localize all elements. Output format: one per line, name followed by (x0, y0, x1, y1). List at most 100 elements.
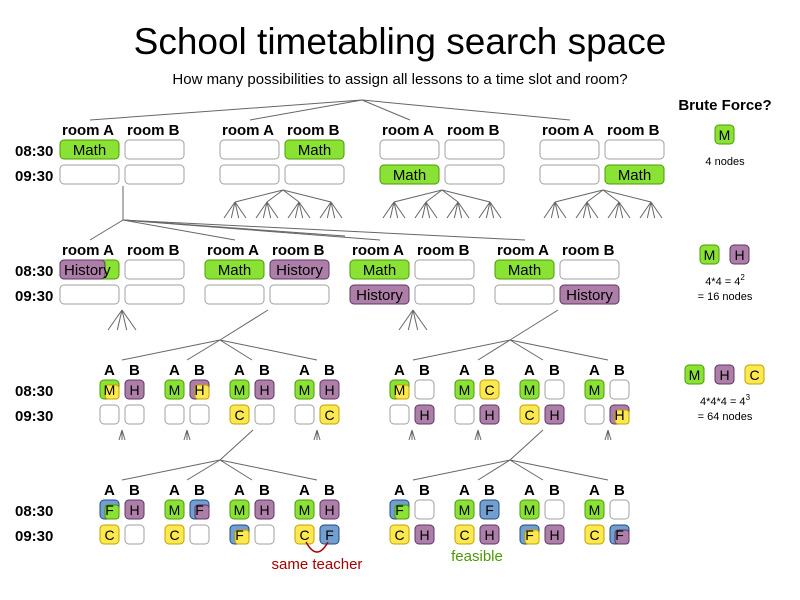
collapsed-subtree-edge (230, 201, 236, 219)
lesson-M-label: M (169, 502, 181, 518)
lesson-M-label: M (234, 382, 246, 398)
lesson-C-label: C (484, 382, 494, 398)
root-edge (361, 99, 411, 121)
collapsed-subtree-edge (234, 189, 284, 203)
grid-label: 09:30 (15, 168, 53, 185)
grid-label: A (104, 482, 115, 499)
brute-force-level3-nodes: = 64 nodes (698, 411, 753, 423)
collapsed-subtree-edge (298, 201, 311, 219)
empty-cell (609, 499, 630, 520)
math-lesson-label: Math (73, 142, 106, 159)
collapsed-subtree-edge (425, 201, 431, 219)
level2-branch (186, 339, 221, 361)
empty-cell (584, 404, 605, 425)
lesson-C-label: C (234, 407, 244, 423)
lesson-H-label: H (419, 407, 429, 423)
root-edge (361, 99, 571, 121)
collapsed-subtree-edge (326, 201, 332, 219)
lesson-M-cell (584, 499, 605, 520)
collapsed-subtree-edge (489, 201, 502, 219)
brute-force-heading: Brute Force? (678, 97, 771, 114)
grid-label: A (299, 362, 310, 379)
collapsed-subtree-edge (234, 201, 247, 219)
lesson-C-cell (389, 524, 410, 545)
lesson-H-cell (414, 524, 435, 545)
math-lesson-label: Math (393, 167, 426, 184)
lesson-H-label: H (549, 527, 559, 543)
empty-cell (389, 404, 410, 425)
grid-label: B (259, 482, 270, 499)
level3-branch (121, 459, 221, 481)
lesson-M-cell (454, 499, 475, 520)
empty-cell (254, 404, 275, 425)
lesson-H-cell (544, 524, 565, 545)
empty-cell (294, 404, 315, 425)
collapsed-subtree-edge (319, 201, 332, 219)
empty-cell (164, 404, 185, 425)
collapsed-subtree-edge (554, 201, 567, 219)
collapsed-subtree-edge (393, 189, 443, 203)
brute-force-level3-exponent: 3 (746, 393, 751, 402)
lesson-C-cell (454, 524, 475, 545)
empty-cell (494, 284, 555, 305)
empty-cell (269, 284, 330, 305)
lesson-M-cell (519, 499, 540, 520)
empty-cell (544, 499, 565, 520)
empty-cell (124, 284, 185, 305)
level2-branch (509, 339, 544, 361)
collapsed-subtree-edge (446, 201, 459, 219)
collapsed-subtree-edge (121, 309, 128, 331)
grid-label: B (614, 482, 625, 499)
lesson-H-label: H (484, 407, 494, 423)
lesson-M-label: M (459, 502, 471, 518)
grid-label: B (549, 482, 560, 499)
grid-label: A (459, 482, 470, 499)
collapsed-subtree-edge (586, 201, 592, 219)
level1-branch (122, 219, 526, 241)
lesson-F-label: F (235, 527, 244, 543)
collapsed-subtree-edge (266, 201, 279, 219)
collapsed-subtree-edge (554, 189, 604, 203)
collapsed-subtree-edge (412, 309, 419, 331)
grid-label: room A (62, 122, 114, 139)
lesson-M-cell (229, 499, 250, 520)
lesson-F-cell (319, 524, 340, 545)
lesson-C-cell (584, 524, 605, 545)
empty-cell (254, 524, 275, 545)
collapsed-subtree-edge (107, 309, 123, 331)
collapsed-subtree-edge (543, 201, 556, 219)
lesson-M-label: M (169, 382, 181, 398)
lesson-M-label: M (719, 127, 731, 143)
math-lesson-label: Math (618, 167, 651, 184)
grid-label: B (194, 362, 205, 379)
lesson-H-cell (319, 379, 340, 400)
math-lesson-cell (379, 164, 440, 185)
collapsed-subtree-edge (575, 201, 588, 219)
empty-cell (609, 379, 630, 400)
collapsed-subtree-edge (489, 201, 495, 219)
collapsed-subtree-edge (316, 429, 321, 441)
empty-cell (414, 379, 435, 400)
empty-cell (414, 259, 475, 280)
lesson-M-label: M (589, 502, 601, 518)
overlapping-lesson-C-cell (104, 384, 120, 400)
collapsed-subtree-edge (607, 429, 612, 441)
math-lesson-cell (494, 259, 555, 280)
level2-branch (509, 339, 609, 361)
collapsed-subtree-edge (650, 201, 663, 219)
grid-label: B (419, 482, 430, 499)
lesson-C-cell (294, 524, 315, 545)
collapsed-subtree-edge (614, 201, 620, 219)
empty-cell (204, 284, 265, 305)
empty-cell (124, 139, 185, 160)
lesson-H-label: H (324, 382, 334, 398)
collapsed-subtree-edge (393, 201, 406, 219)
empty-cell (544, 379, 565, 400)
collapsed-subtree-edge (287, 201, 300, 219)
lesson-F-label: F (325, 527, 334, 543)
grid-label: B (549, 362, 560, 379)
lesson-C-label: C (459, 527, 469, 543)
lesson-C-cell (229, 404, 250, 425)
grid-label: room A (497, 242, 549, 259)
grid-label: 09:30 (15, 288, 53, 305)
